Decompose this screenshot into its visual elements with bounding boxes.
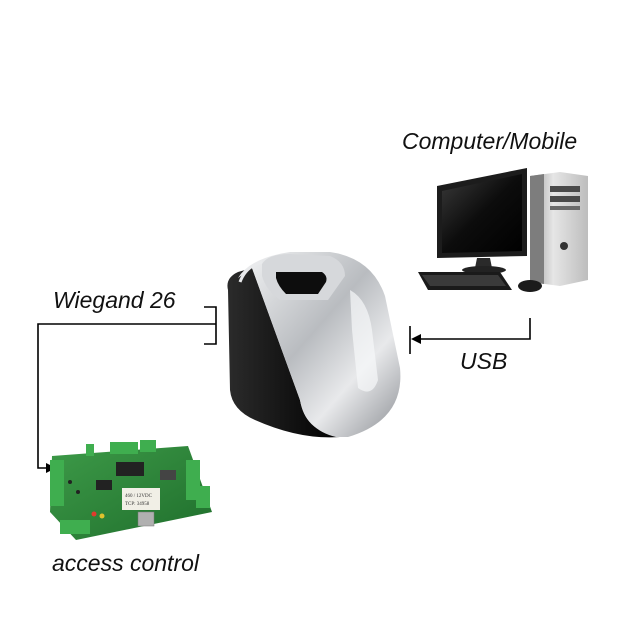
fingerprint-scanner-icon: [227, 252, 401, 438]
mouse: [518, 280, 542, 292]
monitor: [437, 168, 527, 274]
desktop-computer-icon: [418, 168, 588, 292]
usb-arrowhead: [411, 334, 421, 344]
computer-mobile-label: Computer/Mobile: [402, 128, 578, 154]
access-control-label: access control: [52, 550, 200, 576]
keyboard: [418, 272, 512, 290]
usb-label: USB: [460, 348, 508, 374]
usb-connection: [409, 318, 531, 354]
tower: [530, 172, 588, 286]
wiegand-label: Wiegand 26: [53, 287, 176, 313]
board-label-line1: 460 / 12VDC: [125, 494, 153, 499]
wiegand-connection: [37, 306, 217, 469]
access-control-board-icon: 460 / 12VDC TCP: 34958: [50, 440, 212, 540]
board-label-line2: TCP: 34958: [125, 502, 150, 507]
